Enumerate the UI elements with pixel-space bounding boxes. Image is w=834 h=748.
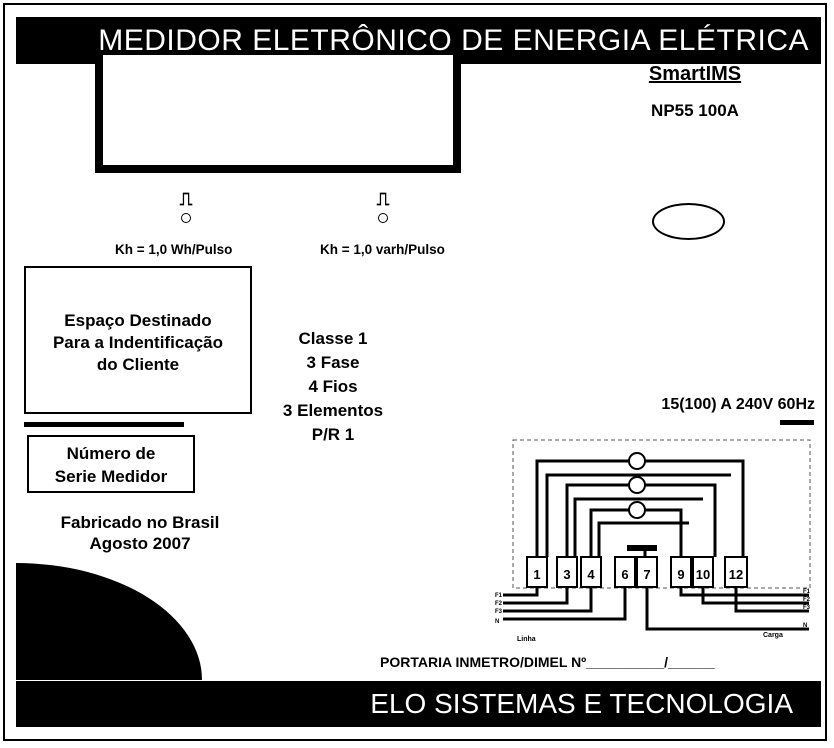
terminal-label: 4 — [587, 567, 595, 582]
led-indicator-reactive — [378, 213, 388, 223]
phase-label-left: F2 — [495, 601, 503, 607]
terminal-label: 7 — [643, 567, 650, 582]
model-number: NP55 100A — [651, 101, 739, 120]
current-coil-icon — [628, 501, 646, 519]
serial-number-box: Número de Serie Medidor — [27, 435, 195, 493]
manufacture-date: Agosto 2007 — [89, 534, 191, 553]
terminal-label: 10 — [696, 567, 710, 582]
rating-label: 15(100) A 240V 60Hz — [661, 396, 815, 413]
kh-reactive-label: Kh = 1,0 varh/Pulso — [320, 242, 445, 257]
terminal-label: 6 — [621, 567, 628, 582]
company-footer: ELO SISTEMAS E TECNOLOGIA — [16, 681, 821, 727]
current-coils — [628, 452, 646, 519]
neutral-bridge — [627, 545, 657, 551]
optical-port — [652, 203, 725, 240]
spec-wires: 4 Fios — [308, 377, 358, 396]
phase-label-right: N — [803, 623, 807, 629]
pulse-icon-reactive: ⎍ — [376, 189, 390, 209]
phase-label-left: N — [495, 619, 499, 625]
terminal-block — [526, 556, 748, 588]
client-id-text: Espaço Destinado Para a Indentificação d… — [52, 311, 224, 374]
spec-class: Classe 1 — [298, 329, 368, 348]
kh-active-label: Kh = 1,0 Wh/Pulso — [115, 242, 233, 257]
current-coil-icon — [628, 476, 646, 494]
terminal-label: 9 — [677, 567, 684, 582]
portaria-inmetro: PORTARIA INMETRO/DIMEL Nº__________/____… — [380, 654, 715, 670]
brand-name: SmartIMS — [648, 63, 742, 85]
terminal-label: 12 — [729, 567, 743, 582]
terminal-label: 3 — [563, 567, 570, 582]
led-indicator-active — [181, 213, 191, 223]
divider-line — [24, 422, 184, 427]
client-id-box: Espaço Destinado Para a Indentificação d… — [24, 266, 252, 414]
phase-label-right: F1 — [803, 589, 811, 595]
manufacture-country: Fabricado no Brasil — [60, 513, 220, 532]
phase-label-left: F1 — [495, 593, 503, 599]
load-label: Carga — [763, 632, 783, 639]
current-coil-icon — [628, 452, 646, 470]
spec-pr: P/R 1 — [311, 425, 355, 444]
spec-phase: 3 Fase — [306, 353, 360, 372]
meter-faceplate-border — [3, 3, 827, 741]
corner-quarter-circle — [16, 563, 202, 680]
phase-label-right: F3 — [803, 605, 811, 611]
wiring-diagram: 1 3 4 6 7 9 10 12 F1 F2 F3 N F1 F2 F3 N … — [495, 439, 811, 643]
display-window — [95, 55, 461, 173]
pulse-icon-active: ⎍ — [179, 189, 193, 209]
phase-label-right: F2 — [803, 597, 811, 603]
line-label: Linha — [517, 636, 536, 643]
spec-elements: 3 Elementos — [282, 401, 384, 420]
diagram-boundary — [512, 439, 811, 589]
terminal-label: 1 — [533, 567, 540, 582]
phase-label-left: F3 — [495, 609, 503, 615]
meter-specs: Classe 1 3 Fase 4 Fios 3 Elementos P/R 1 — [258, 327, 408, 447]
rating-underline — [780, 420, 814, 425]
manufacture-info: Fabricado no Brasil Agosto 2007 — [20, 512, 260, 554]
